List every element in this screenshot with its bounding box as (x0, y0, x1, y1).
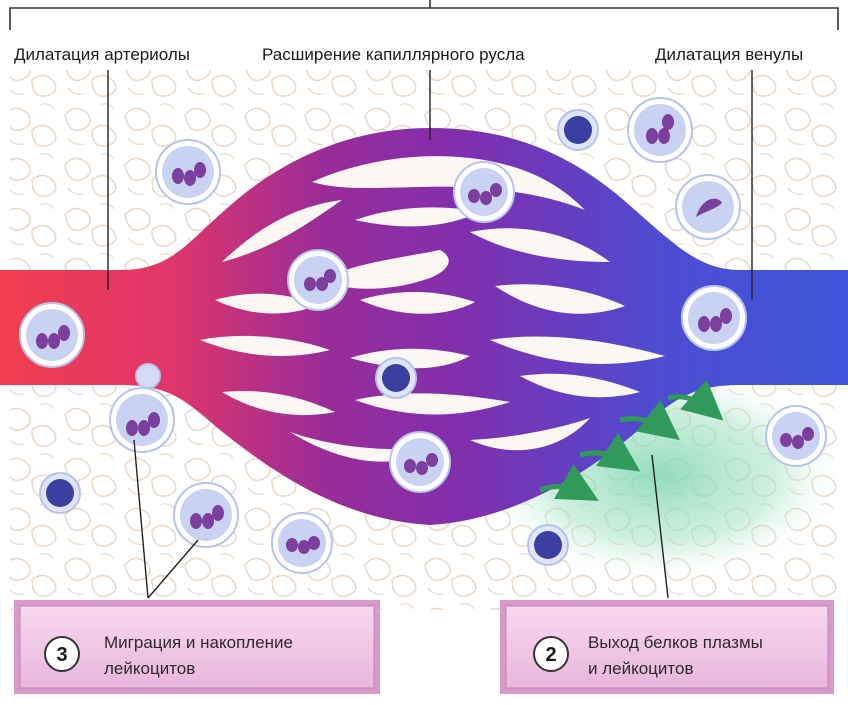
neutrophil-cell (20, 303, 84, 367)
lymphocyte-cell (376, 358, 416, 398)
callout-line2: и лейкоцитов (588, 659, 694, 678)
neutrophil-cell (454, 162, 514, 222)
neutrophil-cell (766, 406, 826, 466)
neutrophil-cell (110, 388, 174, 452)
lymphocyte-cell (558, 110, 598, 150)
neutrophil-cell (272, 513, 332, 573)
neutrophil-cell (682, 286, 746, 350)
lymphocyte-cell (40, 473, 80, 513)
callout-box-plasma-protein-exit: 2 Выход белков плазмы и лейкоцитов (500, 600, 834, 694)
label-venule-dilation: Дилатация венулы (655, 45, 803, 64)
step-number: 2 (545, 644, 556, 666)
step-number: 3 (56, 644, 67, 666)
neutrophil-cell (390, 432, 450, 492)
top-bracket (10, 0, 838, 30)
label-capillary-bed-expansion: Расширение капиллярного русла (262, 45, 525, 64)
callout-box-leukocyte-migration: 3 Миграция и накопление лейкоцитов (14, 600, 380, 694)
callout-line1: Миграция и накопление (104, 633, 293, 652)
neutrophil-cell (628, 98, 692, 162)
neutrophil-cell (288, 250, 348, 310)
callout-line1: Выход белков плазмы (588, 633, 763, 652)
neutrophil-cell (174, 483, 238, 547)
lymphocyte-cell (528, 525, 568, 565)
migrating-neutrophil-bud (136, 364, 160, 388)
monocyte-cell (676, 175, 740, 239)
callout-line2: лейкоцитов (104, 659, 195, 678)
label-arteriole-dilation: Дилатация артериолы (14, 45, 190, 64)
neutrophil-cell (156, 140, 220, 204)
